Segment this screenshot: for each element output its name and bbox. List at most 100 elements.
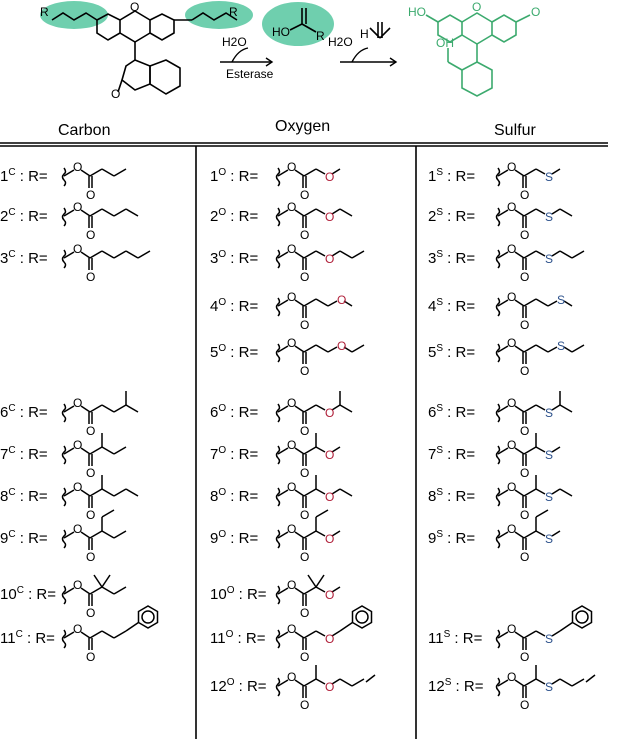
substituent-s-7: OOS — [495, 433, 561, 480]
heteroatom-s: S — [545, 170, 553, 184]
compound-number: 12 — [210, 678, 227, 695]
ester-o: O — [287, 522, 296, 536]
lactone-o: O — [111, 87, 120, 101]
r-equals-label: : R= — [15, 404, 48, 421]
row-label-o-2: 2O : R= — [210, 204, 258, 226]
compound-number: 2 — [0, 208, 9, 225]
ester-o: O — [287, 396, 296, 410]
heteroatom-s: S — [545, 406, 553, 420]
fluorescein-o: O — [531, 5, 540, 19]
carbonyl-o: O — [86, 466, 95, 480]
ester-o: O — [287, 438, 296, 452]
row-label-c-2: 2C : R= — [0, 204, 48, 226]
heteroatom-o: O — [337, 293, 346, 307]
heteroatom-o: O — [325, 252, 334, 266]
compound-number: 9 — [210, 530, 219, 547]
column-header-oxygen: Oxygen — [275, 118, 331, 135]
ester-o: O — [507, 522, 516, 536]
acid-r: R — [316, 29, 325, 43]
row-label-o-11: 11O : R= — [210, 626, 265, 648]
compound-number: 6 — [210, 404, 219, 421]
compound-number: 3 — [210, 250, 219, 267]
compound-number: 1 — [210, 168, 219, 185]
ester-o: O — [507, 480, 516, 494]
water-label-1: H2O — [222, 35, 247, 49]
acid-ho: HO — [272, 25, 290, 39]
carbonyl-o: O — [300, 318, 309, 332]
r-equals-label: : R= — [23, 586, 57, 603]
column-header-sulfur: Sulfur — [494, 122, 536, 139]
column-superscript: S — [444, 677, 452, 688]
compound-number: 9 — [428, 530, 437, 547]
column-superscript: C — [16, 585, 24, 596]
column-superscript: C — [15, 629, 23, 640]
column-superscript: C — [8, 249, 16, 260]
ester-o: O — [287, 336, 296, 350]
column-superscript: O — [218, 297, 227, 308]
carbonyl-o: O — [300, 550, 309, 564]
compound-number: 9 — [0, 530, 9, 547]
heteroatom-o: O — [325, 448, 334, 462]
heteroatom-s: S — [545, 210, 553, 224]
compound-number: 1 — [0, 168, 9, 185]
column-superscript: S — [436, 529, 444, 540]
carbonyl-o: O — [520, 364, 529, 378]
heteroatom-s: S — [545, 532, 553, 546]
row-label-s-8: 8S : R= — [428, 484, 475, 506]
carbonyl-o: O — [300, 228, 309, 242]
row-label-s-5: 5S : R= — [428, 340, 475, 362]
compound-number: 8 — [0, 488, 9, 505]
r-equals-label: : R= — [443, 446, 476, 463]
ester-o: O — [507, 200, 516, 214]
ester-o: O — [507, 670, 516, 684]
substituent-o-9: OOO — [275, 509, 341, 564]
row-label-s-6: 6S : R= — [428, 400, 475, 422]
substituent-o-5: OOO — [275, 336, 365, 378]
carbonyl-o: O — [520, 508, 529, 522]
r-equals-label: : R= — [15, 250, 48, 267]
xanthene-o: O — [130, 0, 139, 14]
carbonyl-o: O — [520, 228, 529, 242]
ester-o: O — [73, 200, 82, 214]
r-equals-label: : R= — [443, 250, 476, 267]
row-label-s-4: 4S : R= — [428, 294, 475, 316]
substituent-c-3: OO — [61, 242, 151, 284]
substituent-c-6: OO — [61, 391, 139, 438]
r-equals-label: : R= — [451, 678, 484, 695]
ester-o: O — [73, 522, 82, 536]
carbonyl-o: O — [520, 550, 529, 564]
carbonyl-o: O — [520, 318, 529, 332]
column-superscript: S — [436, 207, 444, 218]
compound-number: 1 — [428, 168, 437, 185]
heteroatom-s: S — [557, 339, 565, 353]
heteroatom-o: O — [325, 532, 334, 546]
column-superscript: S — [436, 249, 444, 260]
substituent-s-6: OOS — [495, 391, 573, 438]
carbonyl-o: O — [300, 606, 309, 620]
row-label-c-3: 3C : R= — [0, 246, 48, 268]
substituent-o-3: OOO — [275, 242, 365, 284]
arrow-hydrolysis — [220, 47, 274, 67]
substituent-c-10: OO — [61, 574, 127, 620]
substituent-o-6: OOO — [275, 391, 353, 438]
heteroatom-o: O — [325, 680, 334, 694]
r-equals-label: : R= — [15, 208, 48, 225]
r-equals-label: : R= — [226, 446, 259, 463]
carbonyl-o: O — [520, 650, 529, 664]
ester-o: O — [287, 622, 296, 636]
carbonyl-o: O — [300, 364, 309, 378]
compound-number: 12 — [428, 678, 445, 695]
substituent-s-3: OOS — [495, 242, 585, 284]
substituent-s-9: OOS — [495, 509, 561, 564]
column-header-carbon: Carbon — [58, 122, 111, 139]
heteroatom-o: O — [325, 490, 334, 504]
row-label-o-1: 1O : R= — [210, 164, 258, 186]
substituent-s-1: OOS — [495, 160, 561, 202]
carbonyl-o: O — [300, 270, 309, 284]
substituent-o-1: OOO — [275, 160, 341, 202]
carbonyl-o: O — [300, 508, 309, 522]
column-superscript: C — [8, 207, 16, 218]
ester-o: O — [73, 396, 82, 410]
